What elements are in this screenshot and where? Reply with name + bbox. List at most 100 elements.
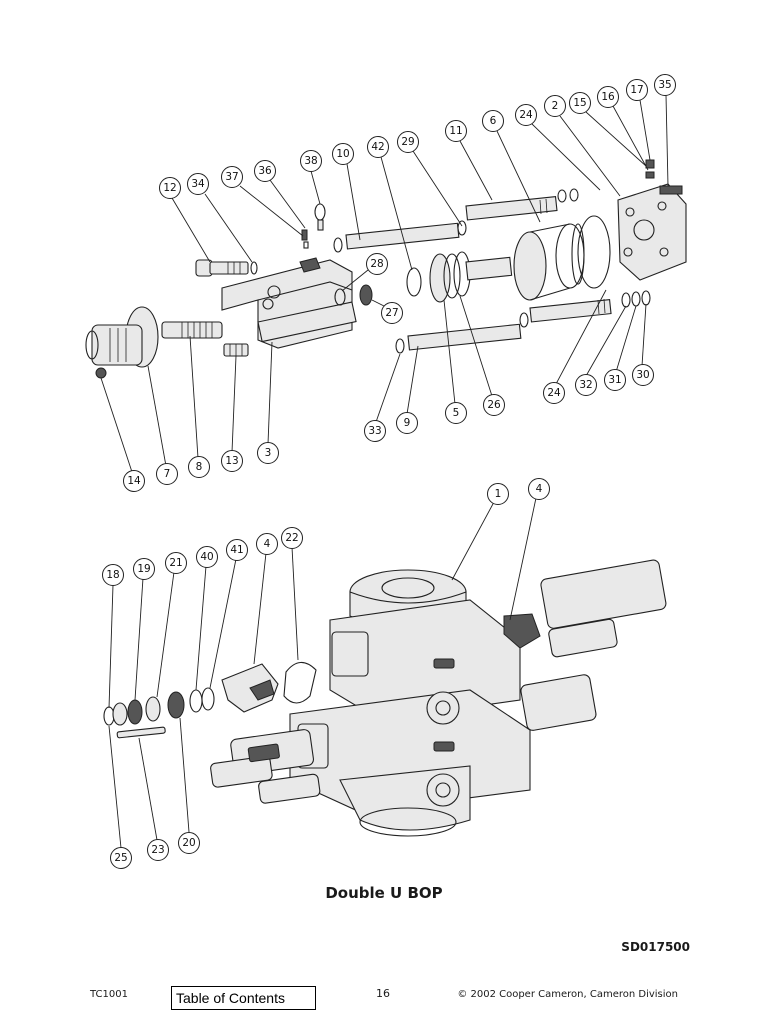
callout-label: 8: [196, 461, 203, 473]
callout-label: 16: [601, 91, 615, 103]
part-bonnet-body: [221, 257, 357, 349]
copyright-notice: © 2002 Cooper Cameron, Cameron Division: [457, 989, 678, 1000]
callout-38: 38: [300, 150, 322, 172]
callout-label: 15: [573, 97, 586, 109]
part-stud: [223, 343, 249, 357]
bop-right-operator-lower: [520, 674, 597, 731]
callout-24-top: 24: [515, 104, 537, 126]
callout-29: 29: [397, 131, 419, 153]
callout-35: 35: [654, 74, 676, 96]
bottom-bop-assembly: [103, 559, 667, 837]
bop-right-operator-upper: [503, 559, 667, 658]
callout-42: 42: [367, 136, 389, 158]
drawing-number: SD017500: [621, 940, 690, 954]
part-lock-screw: [161, 321, 223, 339]
callout-32: 32: [575, 374, 597, 396]
callout-41: 41: [226, 539, 248, 561]
callout-label: 17: [630, 84, 643, 96]
callout-34: 34: [187, 173, 209, 195]
figure-caption: Double U BOP: [325, 884, 443, 902]
callout-label: 40: [200, 551, 213, 563]
top-leader-lines: [100, 94, 669, 473]
callout-7: 7: [156, 463, 178, 485]
callout-23: 23: [147, 839, 169, 861]
part-tail-rod-lower: [395, 312, 529, 354]
callout-label: 13: [225, 455, 238, 467]
callout-14: 14: [123, 470, 145, 492]
ram-block: [221, 663, 279, 713]
callout-15: 15: [569, 92, 591, 114]
callout-24-bottom: 24: [543, 382, 565, 404]
part-washers-27-28: [334, 284, 373, 306]
callout-label: 41: [230, 544, 243, 556]
callout-4-right: 4: [528, 478, 550, 500]
part-operating-shaft: [465, 188, 579, 221]
part-cylinder: [513, 215, 611, 301]
part-flange-end: [85, 306, 159, 379]
callout-label: 30: [636, 369, 649, 381]
callout-27: 27: [381, 302, 403, 324]
callout-19: 19: [133, 558, 155, 580]
callout-6: 6: [482, 110, 504, 132]
callout-17: 17: [626, 79, 648, 101]
callout-label: 26: [487, 399, 501, 411]
callout-label: 38: [304, 155, 317, 167]
callout-label: 28: [370, 258, 383, 270]
callout-label: 22: [285, 532, 298, 544]
callout-label: 4: [264, 538, 271, 550]
bop-body: [289, 599, 531, 837]
callout-40: 40: [196, 546, 218, 568]
callout-label: 25: [114, 852, 127, 864]
callout-label: 4: [536, 483, 543, 495]
callout-label: 42: [371, 141, 384, 153]
callout-label: 23: [151, 844, 164, 856]
callout-28: 28: [366, 253, 388, 275]
bop-side-outlets: [426, 658, 460, 807]
callout-5: 5: [445, 402, 467, 424]
callout-26: 26: [483, 394, 505, 416]
callout-10: 10: [332, 143, 354, 165]
page-number: 16: [376, 987, 390, 1000]
callout-9: 9: [396, 412, 418, 434]
callout-11: 11: [445, 120, 467, 142]
bop-left-operator: [210, 729, 321, 804]
table-of-contents-link[interactable]: Table of Contents: [171, 986, 316, 1010]
callout-label: 6: [490, 115, 497, 127]
callout-4-left: 4: [256, 533, 278, 555]
part-bonnet-bolt: [195, 259, 258, 277]
callout-label: 2: [552, 100, 559, 112]
callout-label: 24: [547, 387, 561, 399]
document-code: TC1001: [90, 989, 128, 1000]
callout-label: 24: [519, 109, 533, 121]
callout-label: 36: [258, 165, 272, 177]
callout-20: 20: [178, 832, 200, 854]
callout-30: 30: [632, 364, 654, 386]
callout-21: 21: [165, 552, 187, 574]
callout-label: 29: [401, 136, 414, 148]
callout-label: 35: [658, 79, 671, 91]
callout-22: 22: [281, 527, 303, 549]
callout-label: 7: [164, 468, 171, 480]
callout-31: 31: [604, 369, 626, 391]
ram-top-seal: [283, 661, 317, 704]
callout-label: 33: [368, 425, 381, 437]
callout-label: 18: [106, 569, 119, 581]
callout-12: 12: [159, 177, 181, 199]
ram-seal-parts: [103, 687, 215, 739]
callout-label: 21: [169, 557, 182, 569]
callout-label: 9: [404, 417, 411, 429]
callout-2: 2: [544, 95, 566, 117]
part-small-pins: [301, 203, 326, 249]
callout-1: 1: [487, 483, 509, 505]
callout-label: 34: [191, 178, 205, 190]
bottom-leader-lines: [108, 497, 537, 849]
callout-label: 27: [385, 307, 398, 319]
callout-8: 8: [188, 456, 210, 478]
callout-label: 11: [449, 125, 462, 137]
callout-label: 31: [608, 374, 621, 386]
callout-label: 37: [225, 171, 238, 183]
callout-18: 18: [102, 564, 124, 586]
callout-label: 10: [336, 148, 349, 160]
callout-33: 33: [364, 420, 386, 442]
